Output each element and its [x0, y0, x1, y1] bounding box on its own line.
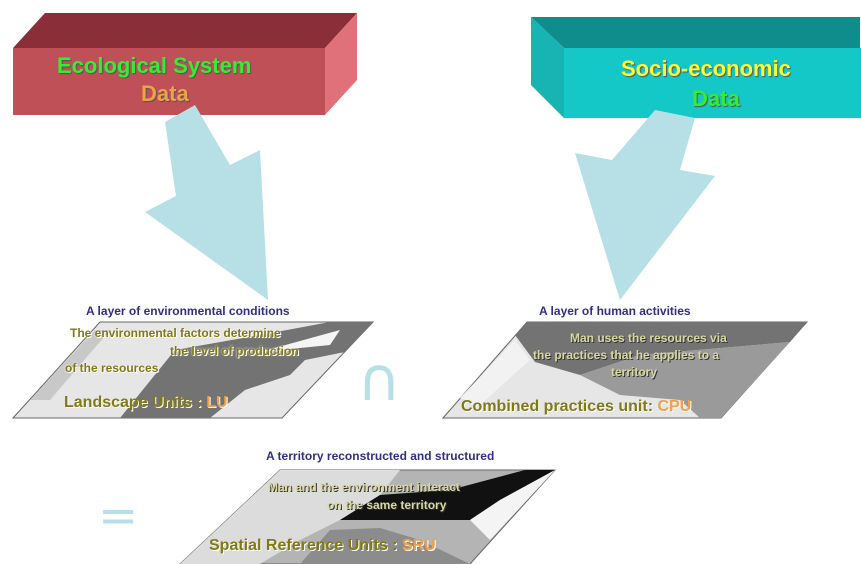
socio-economic-title: Socio-economic	[621, 56, 791, 81]
spatial-reference-text: Spatial Reference Units :	[209, 537, 402, 554]
human-layer-parallelogram	[441, 321, 809, 419]
human-desc-line1: Man uses the resources via	[570, 331, 727, 345]
environmental-desc-line3: of the resources	[65, 361, 159, 375]
socio-economic-data-box	[531, 17, 861, 118]
spatial-reference-abbr: SRU	[401, 537, 436, 554]
environmental-desc-line1: The environmental factors determine	[70, 326, 281, 340]
landscape-units-abbr: LU	[206, 394, 228, 411]
right-down-arrow	[575, 110, 715, 300]
territory-desc-line1: Man and the environment interact	[268, 480, 461, 494]
territory-layer-parallelogram	[179, 469, 557, 564]
ecological-data-box	[13, 13, 357, 115]
socio-economic-data-label: Data	[692, 86, 740, 111]
combined-practices-abbr: CPU	[657, 398, 692, 415]
ecological-title: Ecological System	[57, 53, 252, 78]
spatial-reference-units-label: Spatial Reference Units : SRU	[209, 537, 436, 555]
intersection-symbol: ∩	[357, 345, 401, 415]
human-layer-title: A layer of human activities	[539, 304, 691, 318]
territory-layer-title: A territory reconstructed and structured	[266, 449, 495, 463]
ecological-data-label: Data	[141, 81, 189, 106]
environmental-layer-title: A layer of environmental conditions	[86, 304, 290, 318]
combined-practices-text: Combined practices unit:	[461, 398, 658, 415]
human-desc-line2: the practices that he applies to a	[533, 348, 720, 362]
environmental-layer-parallelogram	[11, 321, 375, 419]
landscape-units-label: Landscape Units : LU	[64, 394, 228, 412]
left-down-arrow	[145, 105, 268, 300]
territory-desc-line2: on the same territory	[327, 498, 447, 512]
landscape-units-text: Landscape Units :	[64, 394, 207, 411]
environmental-desc-line2: the level of production	[170, 344, 299, 358]
combined-practices-unit-label: Combined practices unit: CPU	[461, 398, 691, 416]
equals-symbol: =	[98, 488, 139, 544]
human-desc-line3: territory	[611, 365, 658, 379]
